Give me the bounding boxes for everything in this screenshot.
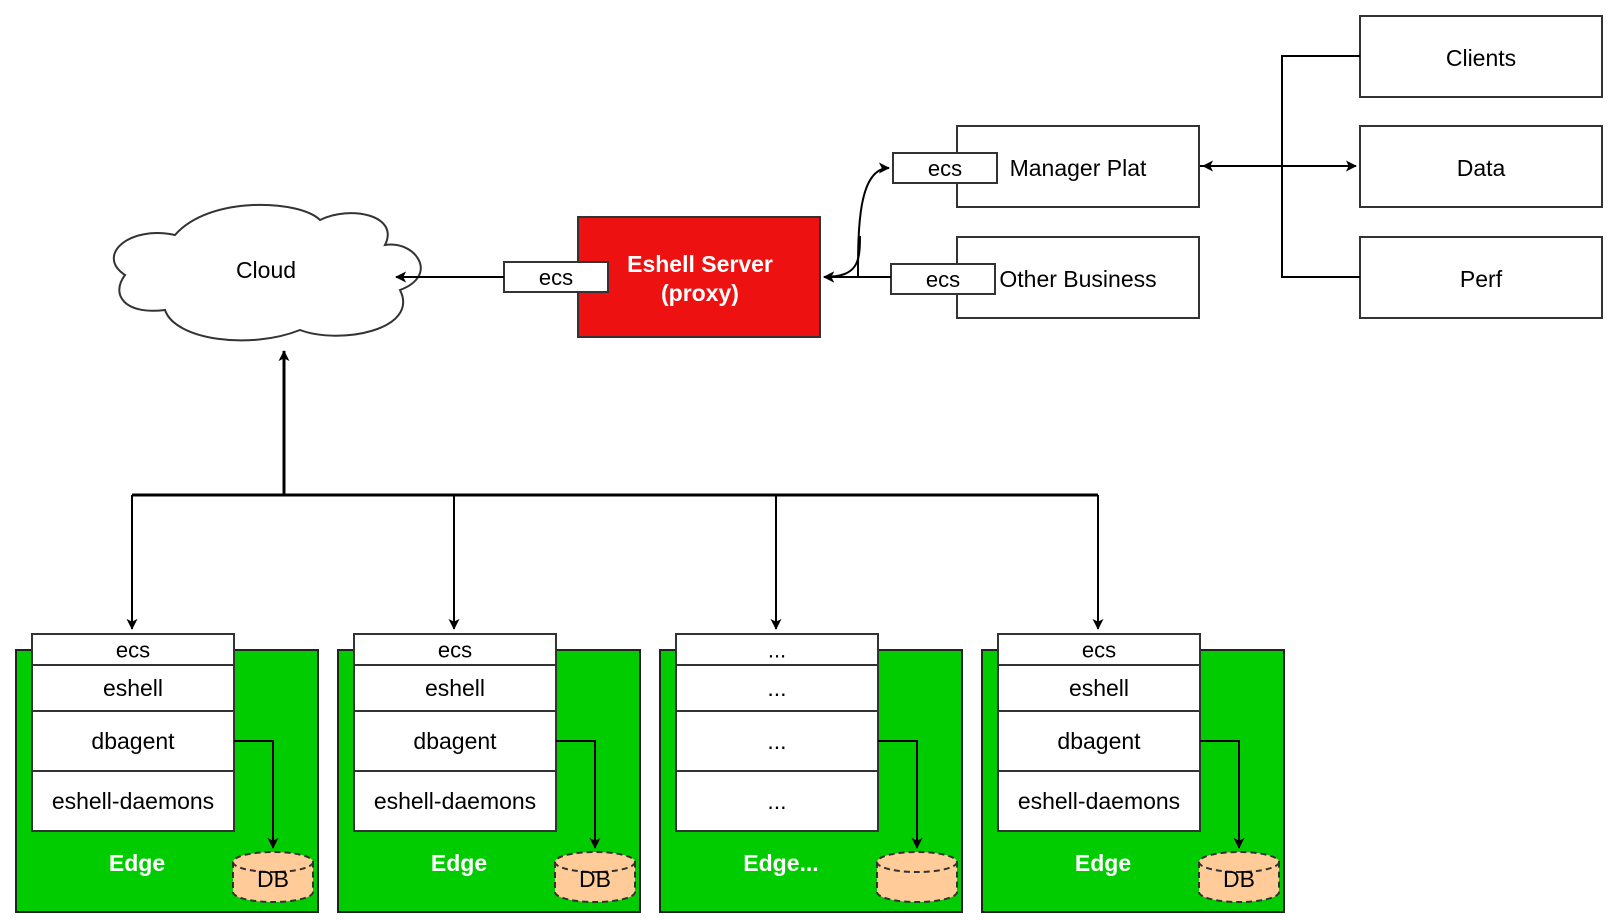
eshell-server-subtitle: (proxy) xyxy=(661,280,739,306)
other-business-ecs-port xyxy=(890,263,996,295)
manager-plat-ecs-label: ecs xyxy=(928,156,962,181)
manager-plat-node: Manager Plat ecs xyxy=(892,125,1200,208)
cloud-label: Cloud xyxy=(236,257,296,283)
edge-stack-cell xyxy=(31,770,235,832)
perf-box xyxy=(1359,236,1603,319)
edge-stack-label: dbagent xyxy=(1057,728,1141,754)
edge-ecs-label: ecs xyxy=(438,638,472,663)
edge-stack-cell xyxy=(997,633,1201,666)
clients-label: Clients xyxy=(1446,45,1516,71)
edge-stack-cell xyxy=(353,664,557,712)
db-label: DB xyxy=(579,866,611,892)
edge-stack-cell xyxy=(353,770,557,832)
edge-stack-label: eshell-daemons xyxy=(1018,788,1180,814)
server-to-manager-arrow xyxy=(857,162,890,278)
dbagent-to-db-arrow xyxy=(1200,740,1245,849)
eshell-server-box xyxy=(577,216,821,338)
db-cylinder-top xyxy=(1198,851,1280,873)
other-business-box xyxy=(956,236,1200,319)
edge-stack-cell xyxy=(675,710,879,772)
db-cylinder-body xyxy=(1198,862,1280,903)
edge-stack-cell xyxy=(675,770,879,832)
db-label: DB xyxy=(257,866,289,892)
dbagent-to-db-arrow xyxy=(556,740,601,849)
db-cylinder-top xyxy=(232,851,314,873)
eshell-server-ecs-label: ecs xyxy=(539,265,573,290)
eshell-server-ecs-port xyxy=(503,261,609,293)
edge-stack-label: eshell-daemons xyxy=(374,788,536,814)
edges-layer: ecseshelldbagenteshell-daemonsEdgeDBecse… xyxy=(15,633,1285,913)
data-box xyxy=(1359,125,1603,208)
perf-node: Perf xyxy=(1359,236,1603,319)
top-connectors xyxy=(395,55,1360,283)
cloud-node: Cloud xyxy=(112,203,422,342)
data-node: Data xyxy=(1359,125,1603,208)
edge-stack-label: eshell xyxy=(425,675,485,701)
edge-ecs-label: ... xyxy=(768,638,786,663)
edge-stack-cell xyxy=(997,770,1201,832)
edge-title: Edge xyxy=(431,850,487,876)
edge-connectors xyxy=(126,350,1104,630)
db-cylinder-top xyxy=(554,851,636,873)
db-label: DB xyxy=(1223,866,1255,892)
eshell-server-title: Eshell Server xyxy=(627,251,773,277)
edge-stack-cell xyxy=(31,633,235,666)
edge-title: Edge xyxy=(1075,850,1131,876)
other-business-ecs-label: ecs xyxy=(926,267,960,292)
edge-ecs-label: ecs xyxy=(1082,638,1116,663)
other-business-label: Other Business xyxy=(999,266,1156,292)
edge-stack-cell xyxy=(31,664,235,712)
db-cylinder-body xyxy=(876,862,958,903)
edge-stack-label: ... xyxy=(767,728,786,754)
edge-stack-cell xyxy=(675,633,879,666)
clients-box xyxy=(1359,15,1603,98)
edge-stack-cell xyxy=(675,664,879,712)
manager-plat-label: Manager Plat xyxy=(1010,155,1147,181)
clients-perf-bracket xyxy=(1281,55,1360,278)
edge-stack-label: eshell xyxy=(1069,675,1129,701)
dbagent-to-db-arrow xyxy=(878,740,923,849)
manager-to-server-arrow xyxy=(823,235,861,283)
edge-stack-cell xyxy=(353,633,557,666)
edge-title: Edge... xyxy=(743,850,818,876)
edge-node-3: ............ Edge... xyxy=(659,633,963,913)
edge-stack-label: ... xyxy=(767,675,786,701)
edge-title: Edge xyxy=(109,850,165,876)
edge-ecs-label: ecs xyxy=(116,638,150,663)
edge-stack-label: eshell-daemons xyxy=(52,788,214,814)
other-business-node: Other Business ecs xyxy=(890,236,1200,319)
manager-plat-ecs-port xyxy=(892,152,998,184)
db-cylinder-body xyxy=(232,862,314,903)
db-cylinder-top xyxy=(876,851,958,873)
dbagent-to-db-arrow xyxy=(234,740,279,849)
edge-stack-label: eshell xyxy=(103,675,163,701)
edge-stack-label: dbagent xyxy=(91,728,175,754)
clients-node: Clients xyxy=(1359,15,1603,98)
cloud-shape xyxy=(112,203,422,342)
db-cylinder-body xyxy=(554,862,636,903)
edge-stack-label: dbagent xyxy=(413,728,497,754)
perf-label: Perf xyxy=(1460,266,1503,292)
data-label: Data xyxy=(1457,155,1506,181)
eshell-server-node: Eshell Server (proxy) ecs xyxy=(503,216,821,338)
edge-stack-label: ... xyxy=(767,788,786,814)
